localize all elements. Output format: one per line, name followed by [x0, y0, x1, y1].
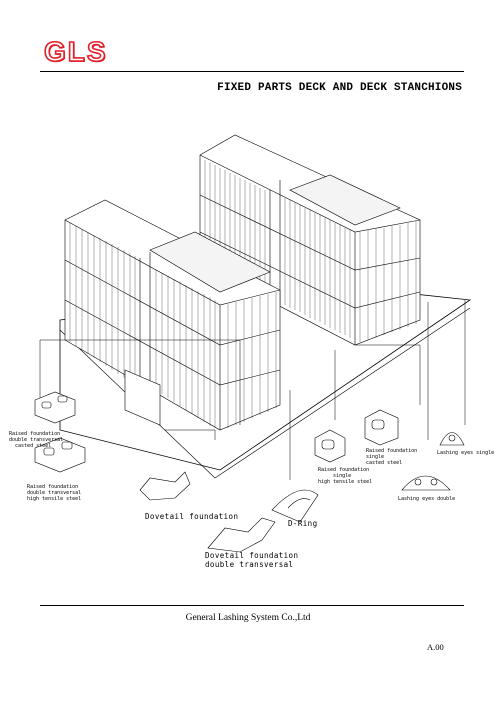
dovetail-foundation	[139, 471, 191, 501]
dovetail-foundation-double	[207, 517, 276, 553]
label-lashing-eyes-single: Lashing eyes single	[437, 450, 495, 456]
company-name: General Lashing System Co.,Ltd	[185, 613, 311, 623]
raised-foundation-single-casted	[364, 409, 399, 446]
label-raised-foundation-single-hts: Raised foundation single high tensile st…	[318, 467, 373, 485]
lashing-eyes-single	[439, 432, 465, 446]
label-raised-foundation-single-casted: Raised foundation single casted steel	[366, 448, 418, 466]
raised-foundation-double-casted	[34, 391, 76, 424]
company-logo: GLS	[43, 35, 108, 68]
header-rule	[40, 71, 464, 72]
container-stack-drawing	[34, 134, 472, 553]
label-dovetail-foundation: Dovetail foundation	[145, 512, 239, 521]
label-d-ring: D-Ring	[288, 519, 318, 528]
label-raised-foundation-double-hts: Raised foundation double transversal hig…	[27, 484, 82, 502]
raised-foundation-single-hts	[314, 429, 346, 463]
lashing-eyes-double	[401, 475, 451, 491]
label-dovetail-foundation-double: Dovetail foundation double transversal	[205, 551, 299, 569]
callout-lines	[39, 300, 466, 480]
footer-rule	[40, 605, 464, 606]
document-number: A.00	[427, 642, 444, 652]
label-raised-foundation-double-casted: Raised foundation double transversal cas…	[9, 431, 64, 449]
page-title: FIXED PARTS DECK AND DECK STANCHIONS	[217, 82, 462, 94]
d-ring	[271, 489, 319, 523]
raised-foundation-double-hts	[34, 437, 86, 473]
label-lashing-eyes-double: Lashing eyes double	[398, 496, 456, 502]
